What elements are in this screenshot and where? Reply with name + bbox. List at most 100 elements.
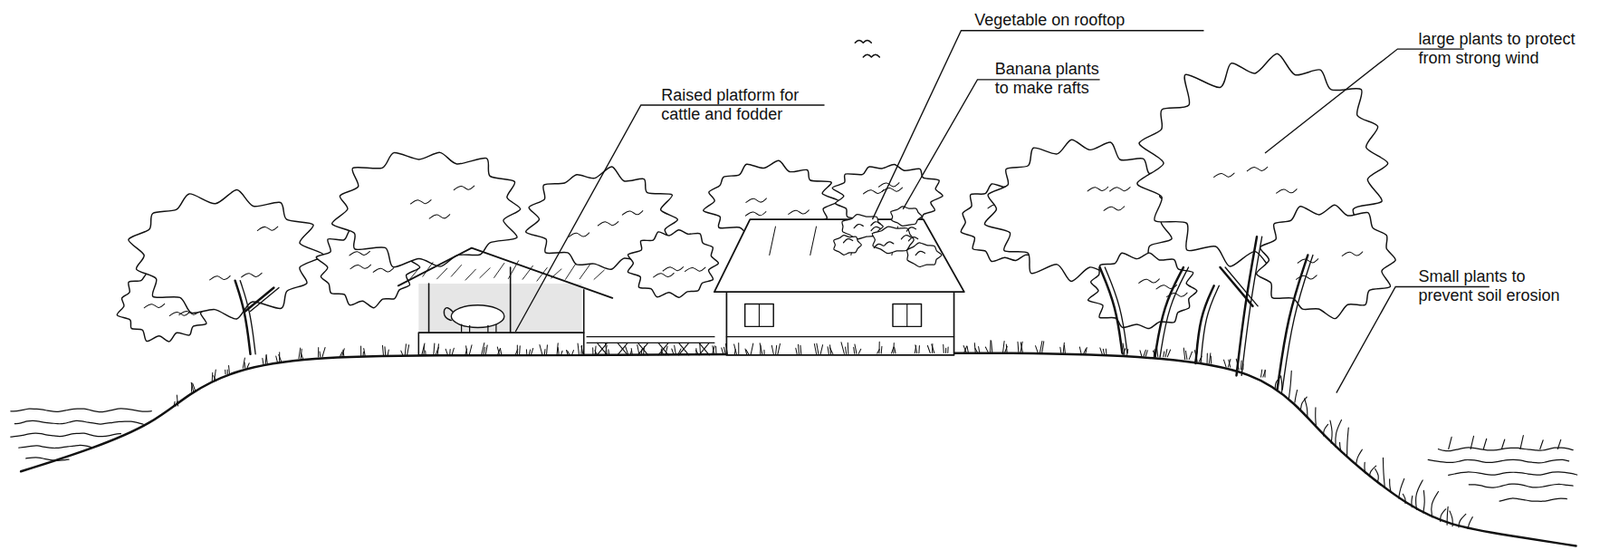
grass-blade <box>317 346 319 357</box>
fodder-platform <box>586 335 715 337</box>
fodder-platform <box>586 342 715 344</box>
grass-blade <box>985 346 988 353</box>
grass-blade <box>1207 353 1208 364</box>
grass-blade <box>721 347 724 355</box>
platform-leg <box>678 342 689 355</box>
thatch-line <box>565 263 575 279</box>
tree-canopy <box>1088 252 1198 328</box>
water-plant <box>1483 438 1486 449</box>
grass-blade <box>213 375 217 382</box>
reed <box>1356 449 1363 465</box>
grass-blade <box>173 401 175 406</box>
callout-label: Banana plants to make rafts <box>995 59 1109 98</box>
grass-blade <box>854 344 857 354</box>
grass-blade <box>469 344 472 355</box>
grass-blade <box>278 354 282 362</box>
roof-line <box>810 226 817 256</box>
leaf <box>871 221 881 226</box>
thatch-line <box>465 268 476 280</box>
grass-blade <box>433 343 435 355</box>
reed <box>1382 457 1385 488</box>
grass-blade <box>1140 350 1142 356</box>
grass-blade <box>829 347 833 355</box>
canopy-texture <box>1214 172 1236 178</box>
tree-trunk <box>1219 267 1253 307</box>
grass-blade <box>975 347 978 353</box>
canopy-texture <box>862 189 884 194</box>
grass-blade <box>674 344 677 355</box>
platform-leg <box>617 342 628 355</box>
grass-blade <box>858 348 861 354</box>
grass-blade <box>544 349 547 355</box>
tree-trunk <box>1100 267 1123 354</box>
rooftop-vegetable <box>891 206 922 227</box>
grass-blade <box>382 344 384 356</box>
callout-label: Small plants to prevent soil erosion <box>1417 267 1572 306</box>
grass-blade <box>449 349 451 355</box>
grass-blade <box>978 346 980 353</box>
thatch-line <box>494 262 505 278</box>
grass-blade <box>319 351 322 357</box>
canopy-texture <box>745 211 767 217</box>
grass-blade <box>963 344 967 353</box>
grass-blade <box>1145 350 1148 356</box>
grass-blade <box>604 343 607 355</box>
grass-blade <box>211 372 214 381</box>
grass-blade <box>567 350 571 355</box>
grass-blade <box>401 350 403 355</box>
grass-blade <box>300 353 303 359</box>
grass-blade <box>771 344 774 355</box>
grass-blade <box>1122 343 1125 355</box>
grass-blade <box>424 350 427 355</box>
grass-blade <box>1194 350 1198 362</box>
grass-blade <box>300 348 303 358</box>
grass-blade <box>530 347 533 355</box>
callout-label: Vegetable on rooftop <box>974 10 1192 30</box>
grass-blade <box>737 342 739 355</box>
grass-blade <box>1035 345 1039 354</box>
grass-blade <box>1195 350 1198 362</box>
leaf <box>908 237 918 241</box>
grass-blade <box>387 349 389 356</box>
grass-blade <box>947 346 949 353</box>
raised-platform <box>418 332 584 355</box>
grass-blade <box>244 362 247 368</box>
grass-blade <box>991 340 993 353</box>
platform-leg <box>596 342 607 355</box>
grass-blade <box>777 343 781 355</box>
grass-blade <box>592 347 594 355</box>
water-ripple <box>1437 447 1573 451</box>
tree-trunk <box>1277 255 1309 391</box>
window-bar <box>906 304 908 327</box>
reed <box>1363 461 1366 473</box>
grass-blade <box>814 343 816 354</box>
thatch-line <box>579 264 590 279</box>
bird <box>854 39 872 43</box>
shed-post <box>583 289 585 333</box>
thatch-line <box>536 267 547 281</box>
canopy-texture <box>1103 206 1125 211</box>
water-ripple <box>1499 498 1567 501</box>
grass-blade <box>546 344 548 355</box>
grass-blade <box>759 343 763 355</box>
grass-blade <box>1143 349 1146 356</box>
cow-leg <box>487 325 489 333</box>
reed <box>1281 375 1283 393</box>
grass-blade <box>1042 341 1045 353</box>
grass-blade <box>625 345 629 355</box>
grass-blade <box>485 344 488 355</box>
grass-blade <box>799 344 802 355</box>
tree-canopy <box>1256 204 1397 318</box>
grass-blade <box>539 344 543 355</box>
grass-blade <box>642 346 644 355</box>
grass-blade <box>1105 348 1108 355</box>
grass-blade <box>671 348 674 355</box>
grass-blade <box>878 341 880 354</box>
grass-blade <box>1183 347 1185 359</box>
grass-blade <box>915 344 918 354</box>
shed-roof <box>398 248 613 298</box>
shed-post <box>509 267 512 333</box>
canopy-texture <box>453 185 475 191</box>
cow-leg <box>469 325 470 333</box>
